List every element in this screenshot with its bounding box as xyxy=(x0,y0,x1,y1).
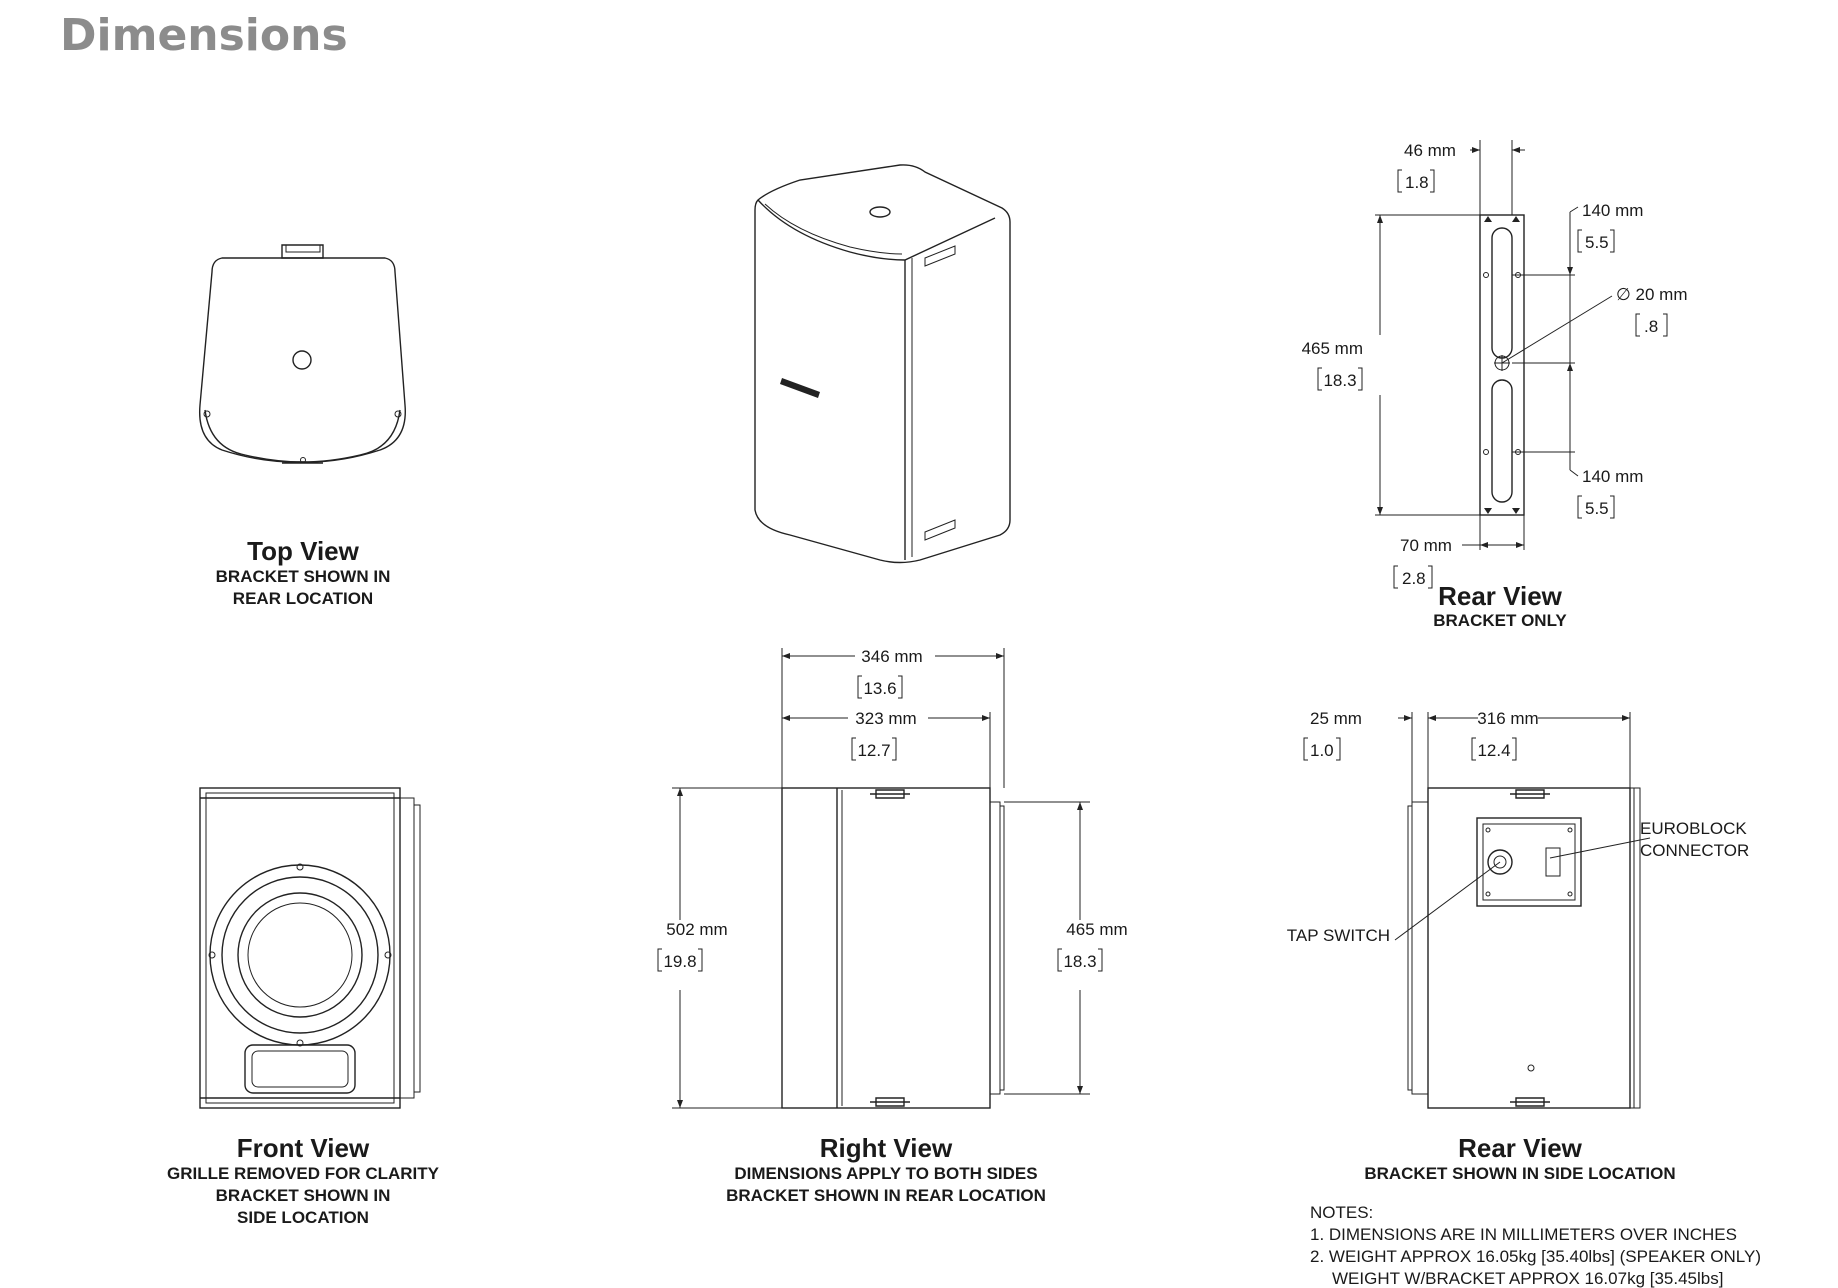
bracket-hole-diameter-mm: ∅ 20 mm xyxy=(1616,285,1688,304)
right-depth-mm: 323 mm xyxy=(855,709,916,728)
rear-offset-mm: 25 mm xyxy=(1310,709,1362,728)
bracket-bottom-width-mm: 70 mm xyxy=(1400,536,1452,555)
page-title: Dimensions xyxy=(60,10,348,61)
bracket-height-mm: 465 mm xyxy=(1302,339,1363,358)
bracket-top-width-mm: 46 mm xyxy=(1404,141,1456,160)
bracket-hole-diameter-in: .8 xyxy=(1644,317,1658,336)
notes-line-3: WEIGHT W/BRACKET APPROX 16.07kg [35.45lb… xyxy=(1332,1269,1723,1288)
notes-heading: NOTES: xyxy=(1310,1203,1373,1222)
right-bracket-height-in: 18.3 xyxy=(1063,952,1096,971)
rear-offset-in: 1.0 xyxy=(1310,741,1334,760)
rear-width-in: 12.4 xyxy=(1477,741,1510,760)
right-view-dimension-lines xyxy=(672,648,1090,1109)
right-view-drawing xyxy=(781,787,1005,1109)
top-view-drawing xyxy=(198,244,406,464)
front-view-title: Front View xyxy=(237,1133,370,1163)
front-view-subtitle-3: SIDE LOCATION xyxy=(237,1208,369,1227)
front-view-subtitle-2: BRACKET SHOWN IN xyxy=(216,1186,391,1205)
top-view-subtitle-2: REAR LOCATION xyxy=(233,589,373,608)
bracket-top-width-in: 1.8 xyxy=(1405,173,1429,192)
right-view-subtitle-1: DIMENSIONS APPLY TO BOTH SIDES xyxy=(734,1164,1037,1183)
right-height-mm: 502 mm xyxy=(666,920,727,939)
bracket-slot-top-mm: 140 mm xyxy=(1582,201,1643,220)
bracket-slot-bottom-in: 5.5 xyxy=(1585,499,1609,518)
isometric-view-drawing xyxy=(754,164,1011,564)
bracket-slot-top-in: 5.5 xyxy=(1585,233,1609,252)
bracket-slot-bottom-mm: 140 mm xyxy=(1582,467,1643,486)
euroblock-callout-line-2: CONNECTOR xyxy=(1640,841,1749,860)
top-view-subtitle-1: BRACKET SHOWN IN xyxy=(216,567,391,586)
notes-line-1: 1. DIMENSIONS ARE IN MILLIMETERS OVER IN… xyxy=(1310,1225,1737,1244)
rear-width-mm: 316 mm xyxy=(1477,709,1538,728)
rear-view-drawing xyxy=(1407,787,1641,1109)
euroblock-callout-line-1: EUROBLOCK xyxy=(1640,819,1747,838)
right-view-subtitle-2: BRACKET SHOWN IN REAR LOCATION xyxy=(726,1186,1046,1205)
rear-view-title: Rear View xyxy=(1458,1133,1583,1163)
top-view-title: Top View xyxy=(247,536,359,566)
right-total-depth-in: 13.6 xyxy=(863,679,896,698)
bracket-height-in: 18.3 xyxy=(1323,371,1356,390)
bracket-bottom-width-in: 2.8 xyxy=(1402,569,1426,588)
bracket-view-subtitle: BRACKET ONLY xyxy=(1433,611,1567,630)
bracket-view-title: Rear View xyxy=(1438,581,1563,611)
right-total-depth-mm: 346 mm xyxy=(861,647,922,666)
right-depth-in: 12.7 xyxy=(857,741,890,760)
front-view-subtitle-1: GRILLE REMOVED FOR CLARITY xyxy=(167,1164,440,1183)
notes-line-2: 2. WEIGHT APPROX 16.05kg [35.40lbs] (SPE… xyxy=(1310,1247,1761,1266)
bracket-drawing xyxy=(1479,214,1525,516)
right-view-title: Right View xyxy=(820,1133,953,1163)
bracket-dimension-lines xyxy=(1375,140,1613,550)
right-height-in: 19.8 xyxy=(663,952,696,971)
rear-view-subtitle: BRACKET SHOWN IN SIDE LOCATION xyxy=(1364,1164,1675,1183)
front-view-drawing xyxy=(199,787,421,1109)
tap-switch-callout: TAP SWITCH xyxy=(1287,926,1390,945)
right-bracket-height-mm: 465 mm xyxy=(1066,920,1127,939)
rear-view-dimension-lines xyxy=(1394,712,1651,941)
